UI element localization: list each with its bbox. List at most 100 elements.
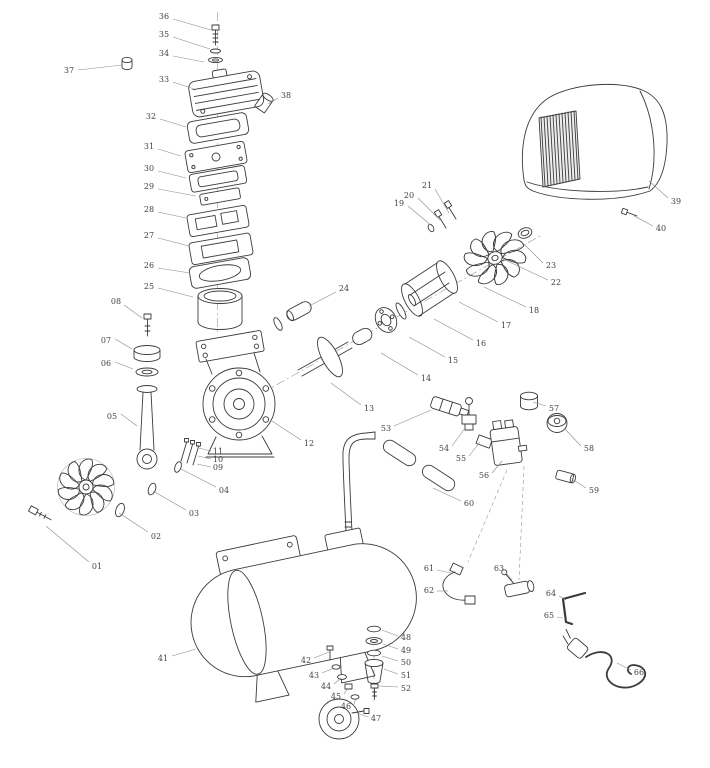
leader-line-04 [180,468,217,488]
part-labels-layer: 0102030405060708091011121314151617181920… [45,12,681,723]
check-valve [430,396,470,417]
shaft-key [174,461,182,473]
part-number-10: 10 [213,455,223,464]
leader-line-46 [353,697,357,705]
flat-washer [208,56,223,64]
leader-line-24 [308,291,337,307]
piston-pin [286,301,312,322]
part-number-11: 11 [213,447,223,456]
part-number-53: 53 [381,424,391,433]
part-number-54: 54 [439,444,449,453]
outlet-tube [442,562,476,605]
ball-bearing [374,307,398,333]
part-number-05: 05 [107,412,117,421]
part-number-33: 33 [159,75,169,84]
part-number-16: 16 [476,339,486,348]
part-number-15: 15 [448,356,458,365]
cap-washer [135,367,159,377]
pressure-switch [489,419,528,466]
part-number-23: 23 [546,261,556,270]
part-number-32: 32 [146,112,156,121]
part-number-06: 06 [101,359,111,368]
part-number-35: 35 [159,30,169,39]
part-number-19: 19 [394,199,404,208]
leader-line-25 [157,287,194,298]
fan-bolt [28,505,52,521]
part-number-22: 22 [551,278,561,287]
part-number-63: 63 [494,564,504,573]
part-number-57: 57 [549,404,559,413]
leader-line-63 [505,572,513,581]
part-number-30: 30 [144,164,154,173]
pin-clip [273,317,283,331]
leader-line-08 [123,304,143,319]
part-number-26: 26 [144,261,154,270]
part-number-01: 01 [92,562,102,571]
part-number-18: 18 [529,306,539,315]
part-number-39: 39 [671,197,681,206]
part-number-60: 60 [464,499,474,508]
leader-line-42 [313,651,330,659]
valve-seat-plate [186,204,250,238]
part-number-49: 49 [401,646,411,655]
leader-line-32 [159,118,187,128]
leader-line-17 [458,301,499,323]
leader-line-56 [491,460,503,474]
leader-line-20 [417,197,441,221]
leader-line-66 [616,662,632,671]
leader-line-54 [451,427,466,447]
shaft-washer [395,302,407,320]
part-number-64: 64 [546,589,556,598]
leader-line-61 [436,569,452,574]
leader-line-44 [333,677,342,685]
cylinder-head [188,68,265,118]
part-number-28: 28 [144,205,154,214]
leader-line-36 [172,18,212,31]
retainer-ring [517,227,533,239]
part-number-66: 66 [634,668,644,677]
leader-line-13 [330,382,362,406]
leader-line-30 [157,170,187,179]
part-number-50: 50 [401,658,411,667]
motor-rotor [401,260,458,317]
part-number-52: 52 [401,684,411,693]
part-number-27: 27 [144,231,154,240]
drain-parts [326,645,360,700]
leader-line-10 [197,455,212,460]
spacer-plate [188,232,254,266]
part-number-08: 08 [111,297,121,306]
filter-stack [364,625,384,700]
leader-line-26 [157,267,191,274]
part-number-17: 17 [501,321,511,330]
leader-line-12 [271,420,302,441]
leader-line-31 [157,148,182,157]
part-number-44: 44 [321,682,331,691]
crankshaft [297,327,373,378]
part-number-41: 41 [158,654,168,663]
leader-line-03 [152,490,187,511]
cylinder-gasket [188,257,252,289]
leader-line-39 [648,180,669,199]
regulator-knob [546,413,568,433]
leader-line-18 [483,286,527,308]
leader-line-45 [343,687,349,695]
axle-bolt [351,708,370,714]
outlet-fitting [555,469,576,484]
part-number-51: 51 [401,671,411,680]
connecting-rod [136,385,158,470]
spring-washer [210,48,221,54]
power-cord [562,628,647,689]
motor-shroud [521,83,668,200]
switch-cap [520,391,538,411]
leader-line-29 [157,188,197,197]
leader-line-64 [558,595,567,601]
leader-line-59 [571,478,587,489]
part-number-59: 59 [589,486,599,495]
leader-line-16 [433,318,474,341]
safety-valve [461,397,477,431]
fan-spacer [115,502,125,518]
leader-line-27 [157,237,190,247]
outlet-elbow [254,92,274,114]
part-number-36: 36 [159,12,169,21]
